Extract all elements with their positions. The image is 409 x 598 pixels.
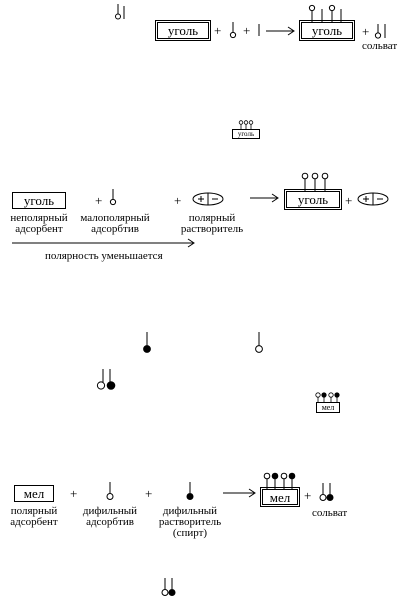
reaction-arrow	[266, 26, 295, 36]
adsorbed-molecules-icon	[301, 172, 329, 191]
chalk-box-small: мел	[316, 402, 340, 413]
solvent-molecule-icon	[258, 24, 260, 36]
plus-sign: +	[174, 193, 182, 208]
reaction-arrow	[223, 488, 256, 498]
polarity-decreases-label: полярность уменьшается	[45, 250, 163, 262]
solvate-label: сольват	[312, 507, 348, 519]
adsorbed-molecules-icon	[308, 4, 342, 24]
molecule-pair-icon	[115, 4, 125, 20]
solvate-label: сольват	[362, 40, 398, 52]
plus-sign: +	[95, 193, 103, 208]
open-molecule-icon	[255, 332, 263, 353]
amphiphilic-solvent-icon	[186, 482, 194, 500]
molecule-pair-icon	[96, 369, 116, 390]
plus-sign: +	[145, 486, 153, 501]
low-polar-adsorbtive-icon	[109, 189, 117, 206]
coal-box-small: уголь	[232, 129, 260, 139]
filled-molecule-icon	[143, 332, 151, 353]
molecule-pair-icon	[161, 578, 176, 596]
amphiphilic-adsorbtive-icon	[106, 482, 114, 500]
chalk-box-right: мел	[260, 487, 300, 507]
plus-sign: +	[70, 486, 78, 501]
plus-sign: +	[214, 23, 222, 38]
coal-box-left: уголь	[155, 20, 211, 41]
adsorbtive-molecule-icon	[229, 22, 237, 39]
solvate-molecule-pair-icon	[319, 483, 334, 501]
plus-sign: +	[362, 24, 370, 39]
polarity-arrow	[12, 238, 195, 248]
plus-sign: +	[345, 193, 353, 208]
coal-adsorbent-box: уголь	[12, 192, 66, 209]
polar-solvent-dipole-icon	[192, 192, 224, 206]
solvate-molecule-icon	[374, 24, 386, 39]
coal-box-right: уголь	[299, 20, 355, 41]
reaction-arrow	[250, 193, 279, 203]
plus-sign: +	[243, 23, 251, 38]
polar-solvent-dipole-icon	[357, 192, 389, 206]
adsorbed-molecules-icon	[315, 392, 340, 403]
coal-box-right: уголь	[284, 189, 342, 210]
chalk-adsorbent-box: мел	[14, 485, 54, 502]
adsorbed-molecules-icon	[263, 472, 296, 490]
plus-sign: +	[304, 488, 312, 503]
